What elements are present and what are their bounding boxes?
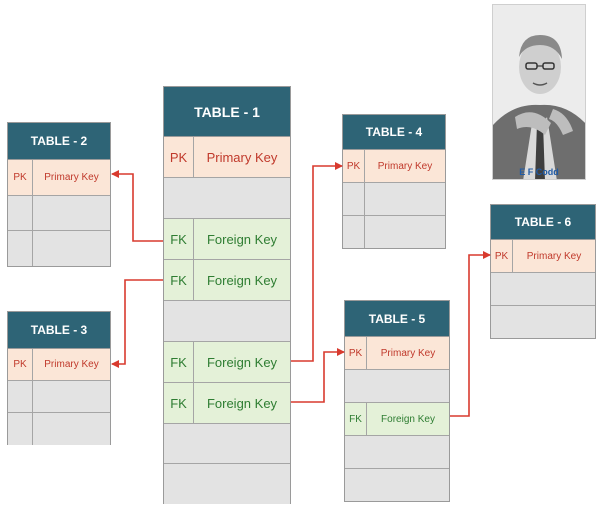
fk-label: FK — [164, 219, 194, 259]
photo-caption: E F Codd — [519, 167, 559, 177]
foreign-key-label: Foreign Key — [206, 273, 278, 288]
table-row — [164, 464, 290, 504]
foreign-key-label: Foreign Key — [206, 232, 278, 247]
primary-key-label: Primary Key — [44, 172, 99, 183]
table-1-fk-row-4: FK Foreign Key — [164, 383, 290, 424]
table-4-title: TABLE - 4 — [343, 115, 445, 150]
primary-key-label: Primary Key — [380, 348, 436, 359]
table-row — [345, 436, 449, 469]
table-row — [164, 301, 290, 342]
table-3-pk-row: PK Primary Key — [8, 349, 110, 381]
table-row — [164, 424, 290, 464]
table-5-title: TABLE - 5 — [345, 301, 449, 337]
portrait-photo: E F Codd — [492, 4, 586, 180]
table-3-title: TABLE - 3 — [8, 312, 110, 349]
table-row — [343, 183, 445, 216]
table-row — [345, 469, 449, 501]
table-row — [491, 306, 595, 338]
table-row — [8, 381, 110, 413]
table-1-title: TABLE - 1 — [164, 87, 290, 137]
table-row — [164, 178, 290, 219]
primary-key-label: Primary Key — [44, 359, 99, 370]
pk-label: PK — [164, 137, 194, 177]
table-1-fk-row-3: FK Foreign Key — [164, 342, 290, 383]
pk-label: PK — [345, 337, 367, 369]
table-3: TABLE - 3 PK Primary Key — [7, 311, 111, 445]
table-1-fk-row-2: FK Foreign Key — [164, 260, 290, 301]
table-5: TABLE - 5 PK Primary Key FK Foreign Key — [344, 300, 450, 502]
primary-key-label: Primary Key — [377, 161, 433, 172]
table-4-pk-row: PK Primary Key — [343, 150, 445, 183]
foreign-key-label: Foreign Key — [206, 396, 278, 411]
table-1-fk-row-1: FK Foreign Key — [164, 219, 290, 260]
link-t5-to-t6 — [450, 251, 491, 417]
table-6-title: TABLE - 6 — [491, 205, 595, 240]
table-row — [343, 216, 445, 248]
table-1-pk-row: PK Primary Key — [164, 137, 290, 178]
table-2-title: TABLE - 2 — [8, 123, 110, 160]
table-5-pk-row: PK Primary Key — [345, 337, 449, 370]
link-t1-to-t2 — [111, 170, 163, 242]
table-row — [8, 196, 110, 231]
foreign-key-label: Foreign Key — [381, 414, 435, 425]
pk-label: PK — [8, 349, 33, 380]
pk-label: PK — [491, 240, 513, 272]
table-row — [8, 413, 110, 445]
table-4: TABLE - 4 PK Primary Key — [342, 114, 446, 249]
table-row — [345, 370, 449, 403]
table-row — [491, 273, 595, 306]
table-6: TABLE - 6 PK Primary Key — [490, 204, 596, 339]
pk-label: PK — [343, 150, 365, 182]
primary-key-label: Primary Key — [206, 150, 278, 165]
pk-label: PK — [8, 160, 33, 195]
link-t1-to-t5 — [291, 348, 345, 403]
primary-key-label: Primary Key — [526, 251, 582, 262]
table-row — [8, 231, 110, 266]
fk-label: FK — [164, 383, 194, 423]
table-1: TABLE - 1 PK Primary Key FK Foreign Key … — [163, 86, 291, 504]
foreign-key-label: Foreign Key — [206, 355, 278, 370]
table-2: TABLE - 2 PK Primary Key — [7, 122, 111, 267]
fk-label: FK — [164, 260, 194, 300]
table-2-pk-row: PK Primary Key — [8, 160, 110, 196]
table-5-fk-row: FK Foreign Key — [345, 403, 449, 436]
fk-label: FK — [345, 403, 367, 435]
link-t1-to-t3 — [111, 279, 163, 368]
link-t1-to-t4 — [291, 162, 343, 362]
portrait-illustration — [493, 5, 585, 179]
table-6-pk-row: PK Primary Key — [491, 240, 595, 273]
fk-label: FK — [164, 342, 194, 382]
